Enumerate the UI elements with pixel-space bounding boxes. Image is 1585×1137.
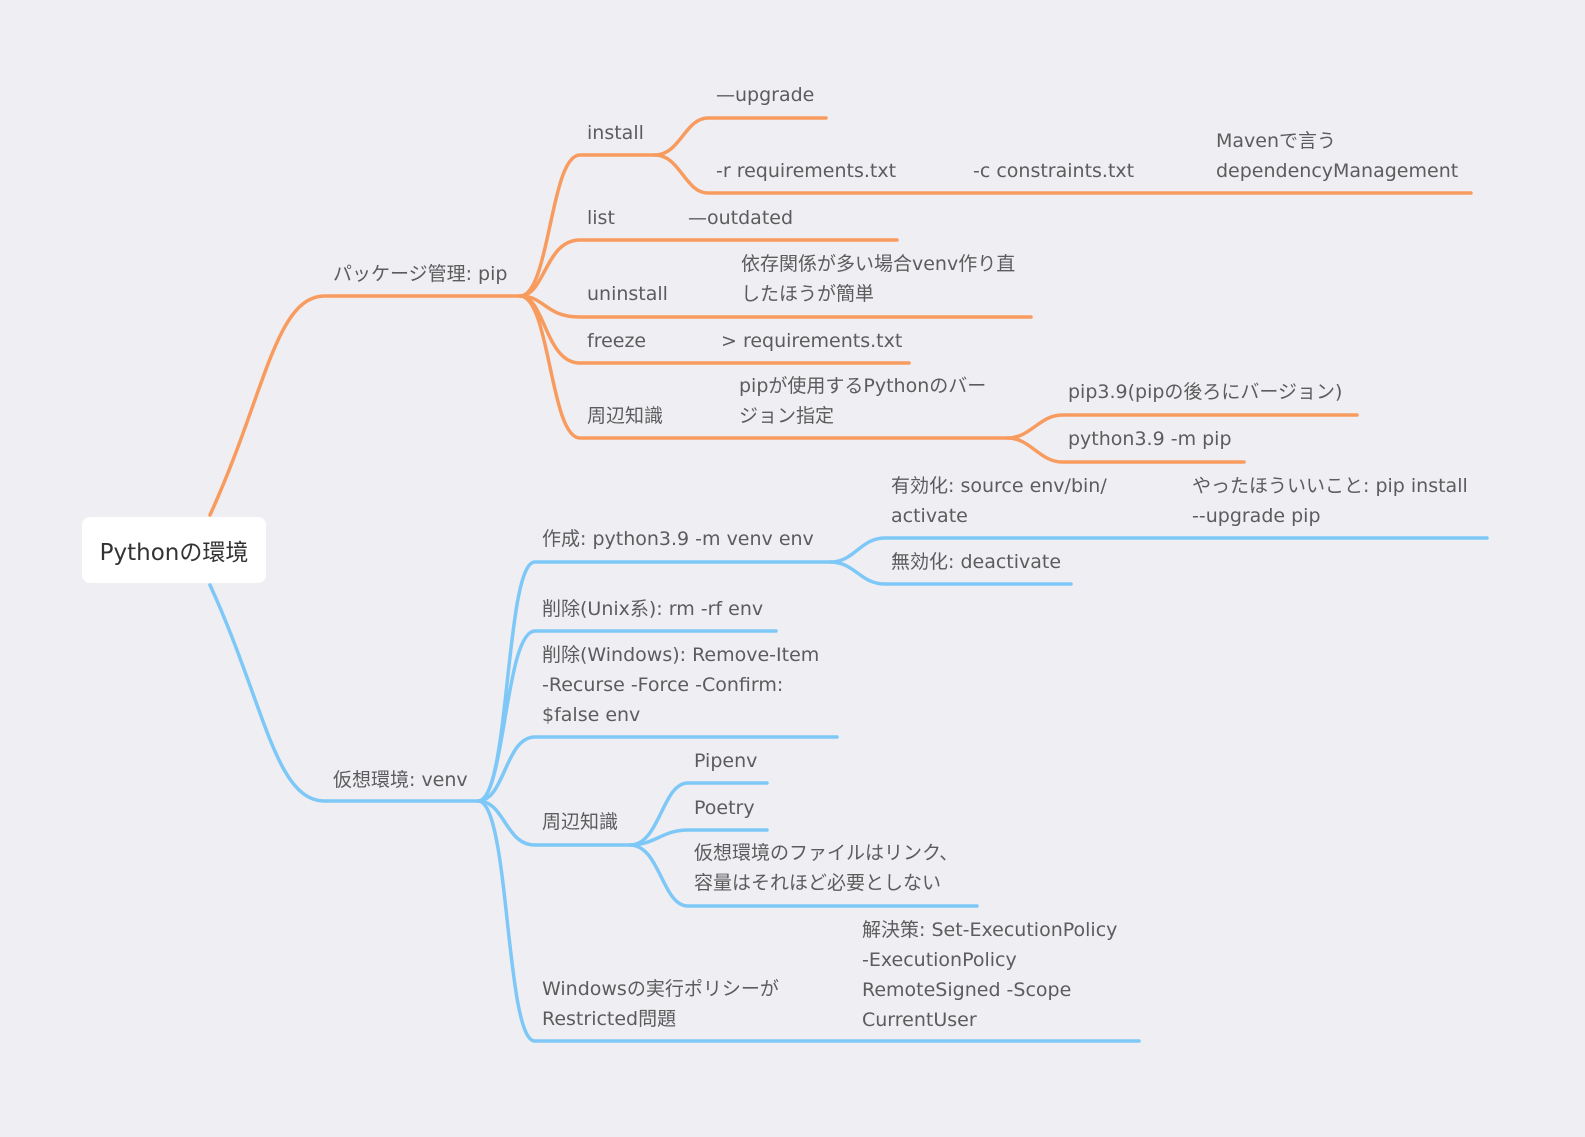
edge-root-venv bbox=[208, 583, 480, 803]
root-topic[interactable]: Pythonの環境 bbox=[82, 517, 266, 583]
venv-delete-windows-node[interactable]: 削除(Windows): Remove-Item -Recurse -Force… bbox=[542, 644, 820, 726]
edge-pip-install bbox=[518, 153, 657, 298]
edge-venv-delete-unix bbox=[476, 629, 778, 803]
venv-knowledge-node[interactable]: 周辺知識 bbox=[542, 811, 619, 833]
pip-freeze-target[interactable]: > requirements.txt bbox=[721, 330, 903, 352]
pip-topic[interactable]: パッケージ管理: pip bbox=[333, 263, 508, 285]
edge-pip-knowledge bbox=[518, 294, 1010, 440]
venv-create-node[interactable]: 作成: python3.9 -m venv env bbox=[542, 528, 814, 550]
pip-upgrade-node[interactable]: —upgrade bbox=[716, 84, 815, 106]
pip-outdated-node[interactable]: —outdated bbox=[688, 207, 794, 229]
pip-version-spec-node[interactable]: pipが使用するPythonのバー ジョン指定 bbox=[739, 375, 987, 427]
edge-install-upgrade bbox=[653, 116, 828, 157]
venv-exec-policy-node[interactable]: Windowsの実行ポリシーが Restricted問題 bbox=[542, 978, 779, 1030]
venv-delete-unix-node[interactable]: 削除(Unix系): rm -rf env bbox=[542, 598, 764, 620]
pip-uninstall-note[interactable]: 依存関係が多い場合venv作り直 したほうが簡単 bbox=[741, 253, 1016, 305]
venv-activate-node[interactable]: 有効化: source env/bin/ activate bbox=[891, 475, 1107, 527]
edge-knowledge-python39 bbox=[1006, 436, 1246, 464]
edge-root-pip bbox=[208, 294, 522, 517]
venv-pipenv-node[interactable]: Pipenv bbox=[694, 750, 758, 772]
pip-uninstall-node[interactable]: uninstall bbox=[587, 283, 668, 305]
venv-deactivate-node[interactable]: 無効化: deactivate bbox=[891, 551, 1062, 573]
edge-venv-knowledge-pipenv bbox=[628, 781, 769, 847]
edge-create-deactivate bbox=[828, 560, 1073, 586]
edge-pip-list bbox=[518, 238, 899, 298]
pip-requirements-node[interactable]: -r requirements.txt bbox=[716, 160, 897, 182]
venv-topic[interactable]: 仮想環境: venv bbox=[333, 769, 468, 791]
pip-install-node[interactable]: install bbox=[587, 122, 644, 144]
pip-freeze-node[interactable]: freeze bbox=[587, 330, 647, 352]
venv-solution-node[interactable]: 解決策: Set-ExecutionPolicy -ExecutionPolic… bbox=[862, 919, 1118, 1031]
venv-upgrade-pip-node[interactable]: やったほういいこと: pip install --upgrade pip bbox=[1192, 475, 1468, 527]
pip-list-node[interactable]: list bbox=[587, 207, 615, 229]
venv-poetry-node[interactable]: Poetry bbox=[694, 797, 755, 819]
pip-knowledge-node[interactable]: 周辺知識 bbox=[587, 405, 664, 427]
pip-python39-node[interactable]: python3.9 -m pip bbox=[1068, 428, 1232, 450]
venv-links-node[interactable]: 仮想環境のファイルはリンク、 容量はそれほど必要としない bbox=[694, 842, 959, 894]
pip-pip39-node[interactable]: pip3.9(pipの後ろにバージョン) bbox=[1068, 381, 1343, 403]
edge-install-requirements bbox=[653, 153, 1473, 195]
edge-venv-exec-policy bbox=[476, 799, 1141, 1043]
edge-venv-knowledge-links bbox=[628, 843, 979, 908]
edge-venv-knowledge-poetry bbox=[628, 828, 769, 847]
pip-maven-node[interactable]: Mavenで言う dependencyManagement bbox=[1216, 130, 1459, 182]
edge-venv-knowledge bbox=[476, 799, 632, 847]
edge-venv-delete-windows bbox=[476, 735, 839, 803]
pip-constraints-node[interactable]: -c constraints.txt bbox=[973, 160, 1135, 182]
